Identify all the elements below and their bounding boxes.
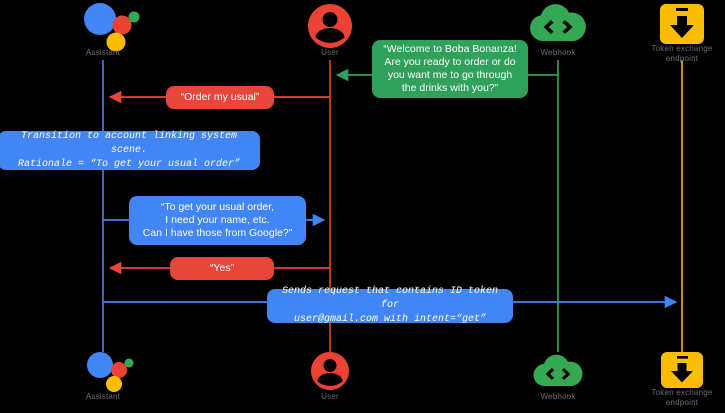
- actor-label-assistant-top: Assistant: [85, 48, 121, 57]
- assistant-green-dot-icon: [128, 11, 140, 23]
- actor-icon-token-top: [660, 4, 704, 44]
- note-transition-account-linking[interactable]: Transition to account linking system sce…: [0, 131, 260, 170]
- actor-label-webhook-bottom: Webhook: [540, 392, 576, 401]
- actor-icon-user-bottom: [310, 352, 349, 390]
- assistant-green-dot-icon: [124, 358, 134, 368]
- actor-icon-assistant-bottom: [87, 352, 134, 392]
- actor-icon-webhook-top: [530, 4, 586, 42]
- assistant-yellow-dot-icon: [106, 32, 126, 52]
- assistant-red-dot-icon: [111, 362, 127, 378]
- assistant-red-dot-icon: [112, 15, 132, 35]
- actor-label-token-bottom: Token exchange endpoint: [651, 388, 713, 407]
- actor-label-assistant-bottom: Assistant: [85, 392, 121, 401]
- note-sends-request-id-token[interactable]: Sends request that contains ID token for…: [267, 286, 513, 325]
- actor-icon-token-bottom: [661, 352, 703, 388]
- cloud-code-icon: [530, 4, 586, 42]
- message-order-my-usual[interactable]: “Order my usual”: [166, 86, 274, 109]
- download-box-icon: [661, 352, 703, 388]
- download-box-icon: [660, 4, 704, 44]
- actor-label-webhook-top: Webhook: [540, 48, 576, 57]
- actor-icon-assistant-top: [84, 3, 140, 52]
- assistant-blue-dot-icon: [84, 3, 116, 35]
- actor-icon-user-top: [307, 4, 352, 49]
- actor-label-token-top: Token exchange endpoint: [651, 44, 713, 63]
- assistant-blue-dot-icon: [87, 352, 113, 378]
- user-avatar-icon: [310, 352, 349, 390]
- message-request-name-from-google[interactable]: “To get your usual order, I need your na…: [129, 196, 306, 245]
- assistant-yellow-dot-icon: [106, 376, 122, 392]
- user-avatar-icon: [307, 4, 352, 49]
- actor-icon-webhook-bottom: [533, 354, 583, 387]
- cloud-code-icon: [533, 354, 583, 387]
- message-welcome-boba-bonanza[interactable]: “Welcome to Boba Bonanza! Are you ready …: [372, 40, 528, 98]
- actor-label-user-top: User: [321, 48, 339, 57]
- actor-label-user-bottom: User: [321, 392, 339, 401]
- message-yes[interactable]: “Yes”: [170, 257, 274, 280]
